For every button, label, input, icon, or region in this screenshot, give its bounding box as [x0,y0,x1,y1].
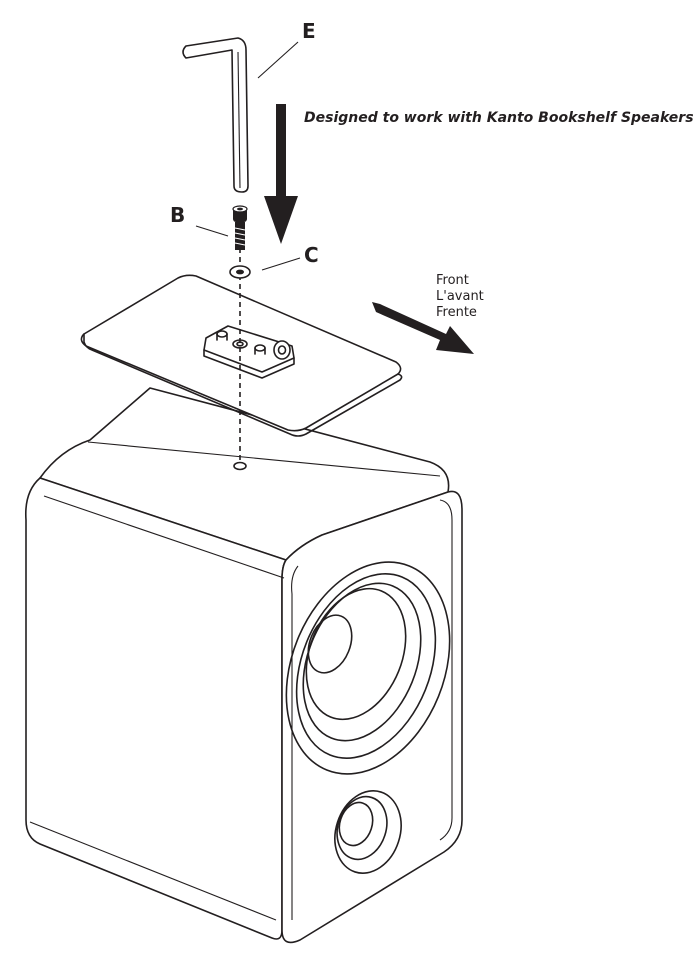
woofer [285,561,451,775]
label-washer: C [304,243,319,267]
front-direction-arrow [372,302,474,354]
hex-key-body [182,37,249,193]
hex-key [182,37,299,193]
label-screw: B [170,203,185,227]
washer [229,257,301,279]
direction-front: Front [436,273,469,288]
speaker-front-face [281,490,463,944]
screw [195,205,248,250]
compatibility-note: Designed to work with Kanto Bookshelf Sp… [304,110,693,126]
mount-bracket [203,325,295,379]
speaker-side-face [24,477,287,940]
down-arrow [264,104,298,244]
stand-plate [80,274,403,437]
direction-frente: Frente [436,305,477,320]
bass-port [334,790,402,874]
direction-lavant: L'avant [436,289,484,304]
label-hex-key: E [302,19,316,43]
speaker [24,387,463,944]
threaded-insert-hole [233,461,247,471]
